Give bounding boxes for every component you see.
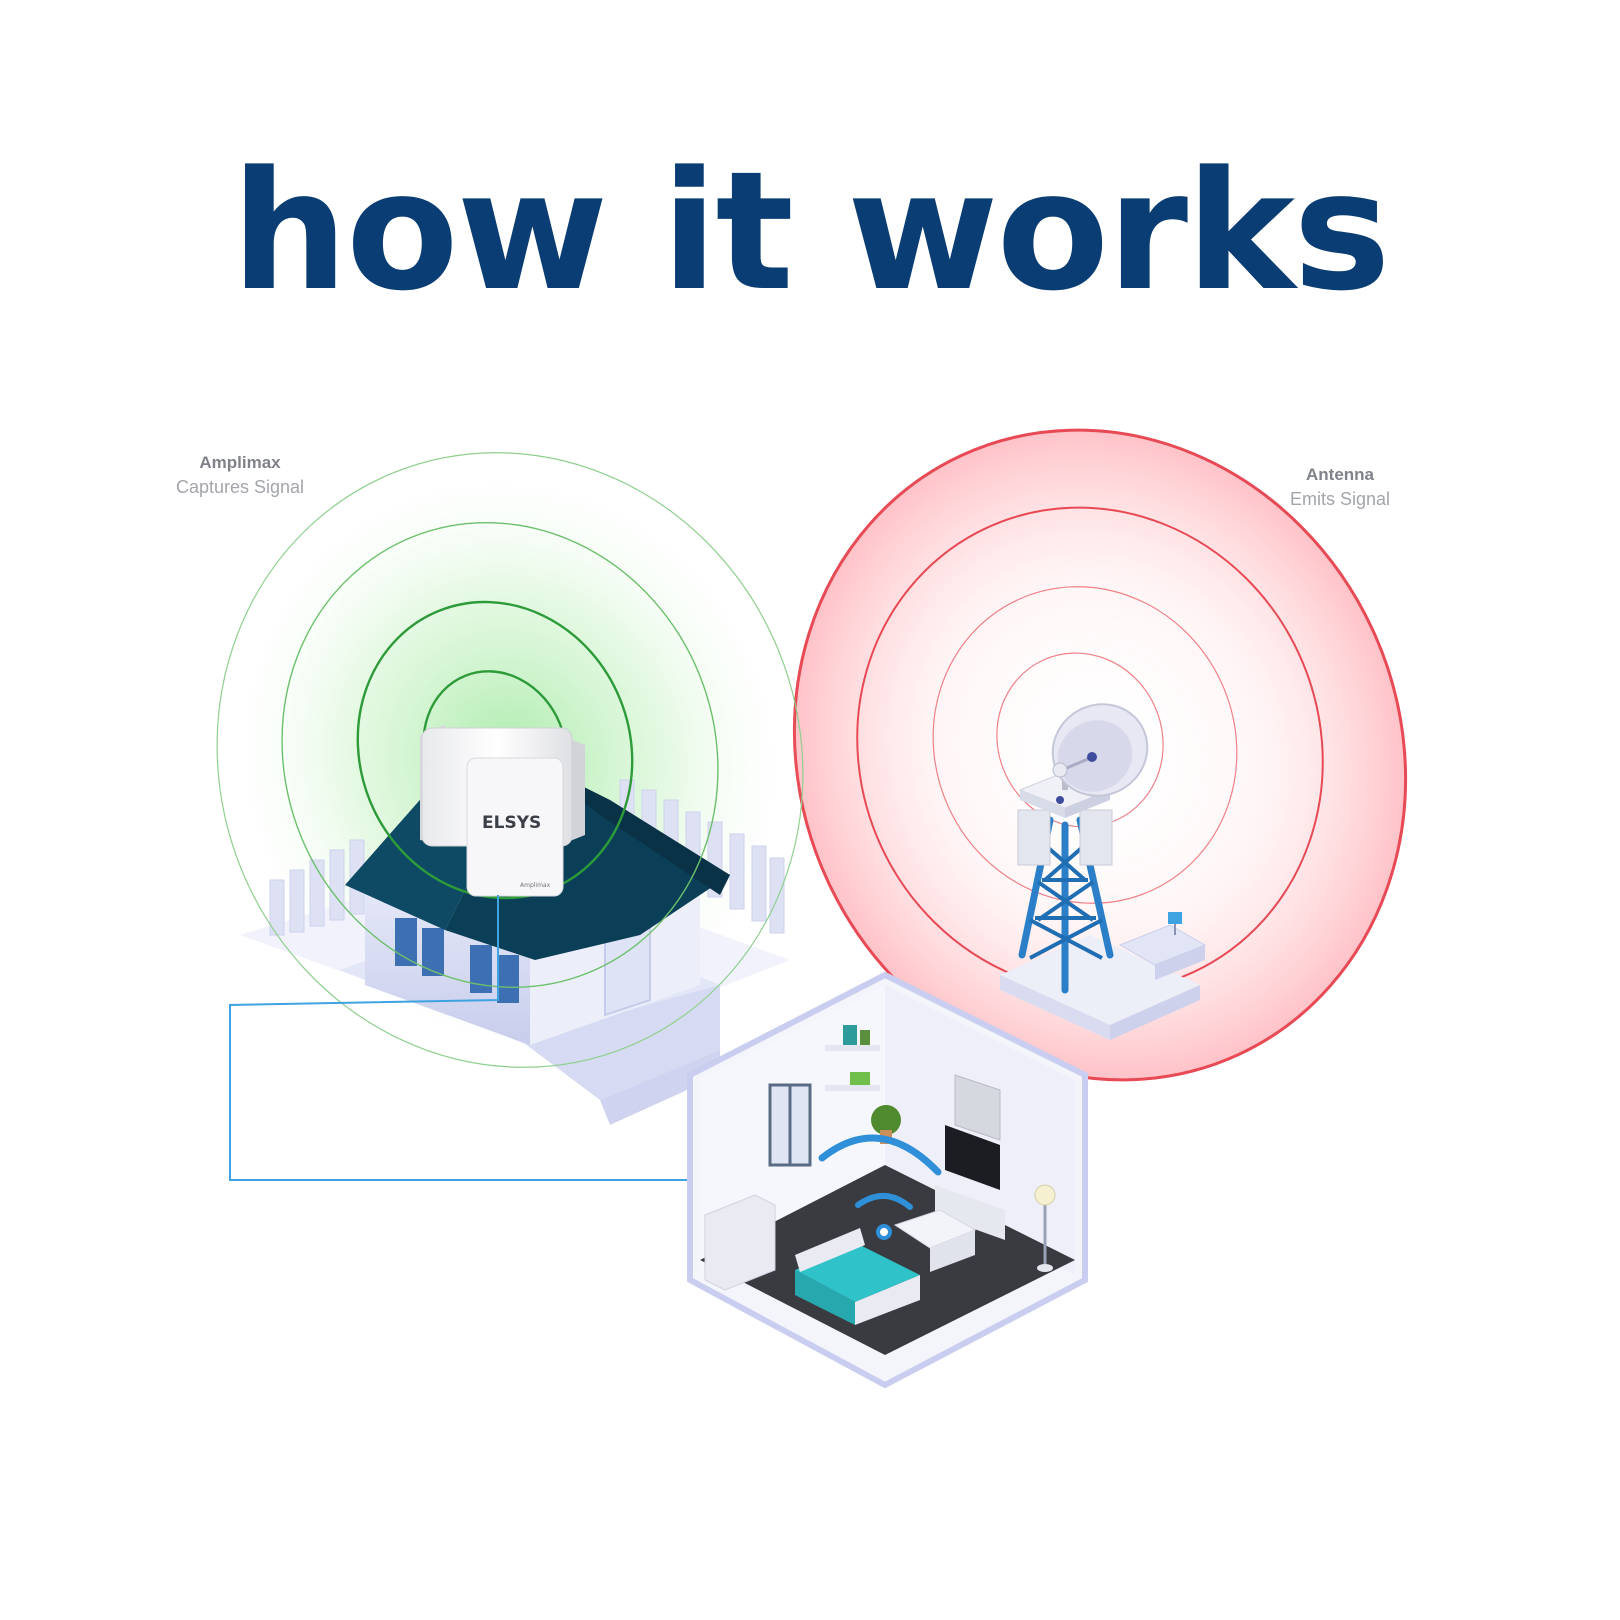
wifi-icon [818, 1134, 942, 1240]
house [240, 760, 790, 1125]
amplimax-device: ELSYS Amplimax [420, 725, 585, 897]
amplimax-label-name: Amplimax [199, 453, 281, 472]
page-title: how it works [231, 136, 1390, 327]
antenna-tower [1000, 771, 1207, 1040]
amplimax-label: Amplimax Captures Signal [170, 452, 310, 499]
satellite-dish-icon [1051, 703, 1149, 804]
antenna-label: Antenna Emits Signal [1280, 464, 1400, 511]
antenna-label-caption: Emits Signal [1289, 488, 1391, 509]
antenna-label-name: Antenna [1306, 465, 1374, 484]
living-room [687, 971, 1088, 1389]
device-brand: ELSYS [482, 813, 541, 833]
device-model: Amplimax [520, 882, 551, 889]
signal-cable [229, 895, 690, 1181]
amplimax-label-caption: Captures Signal [175, 476, 305, 497]
